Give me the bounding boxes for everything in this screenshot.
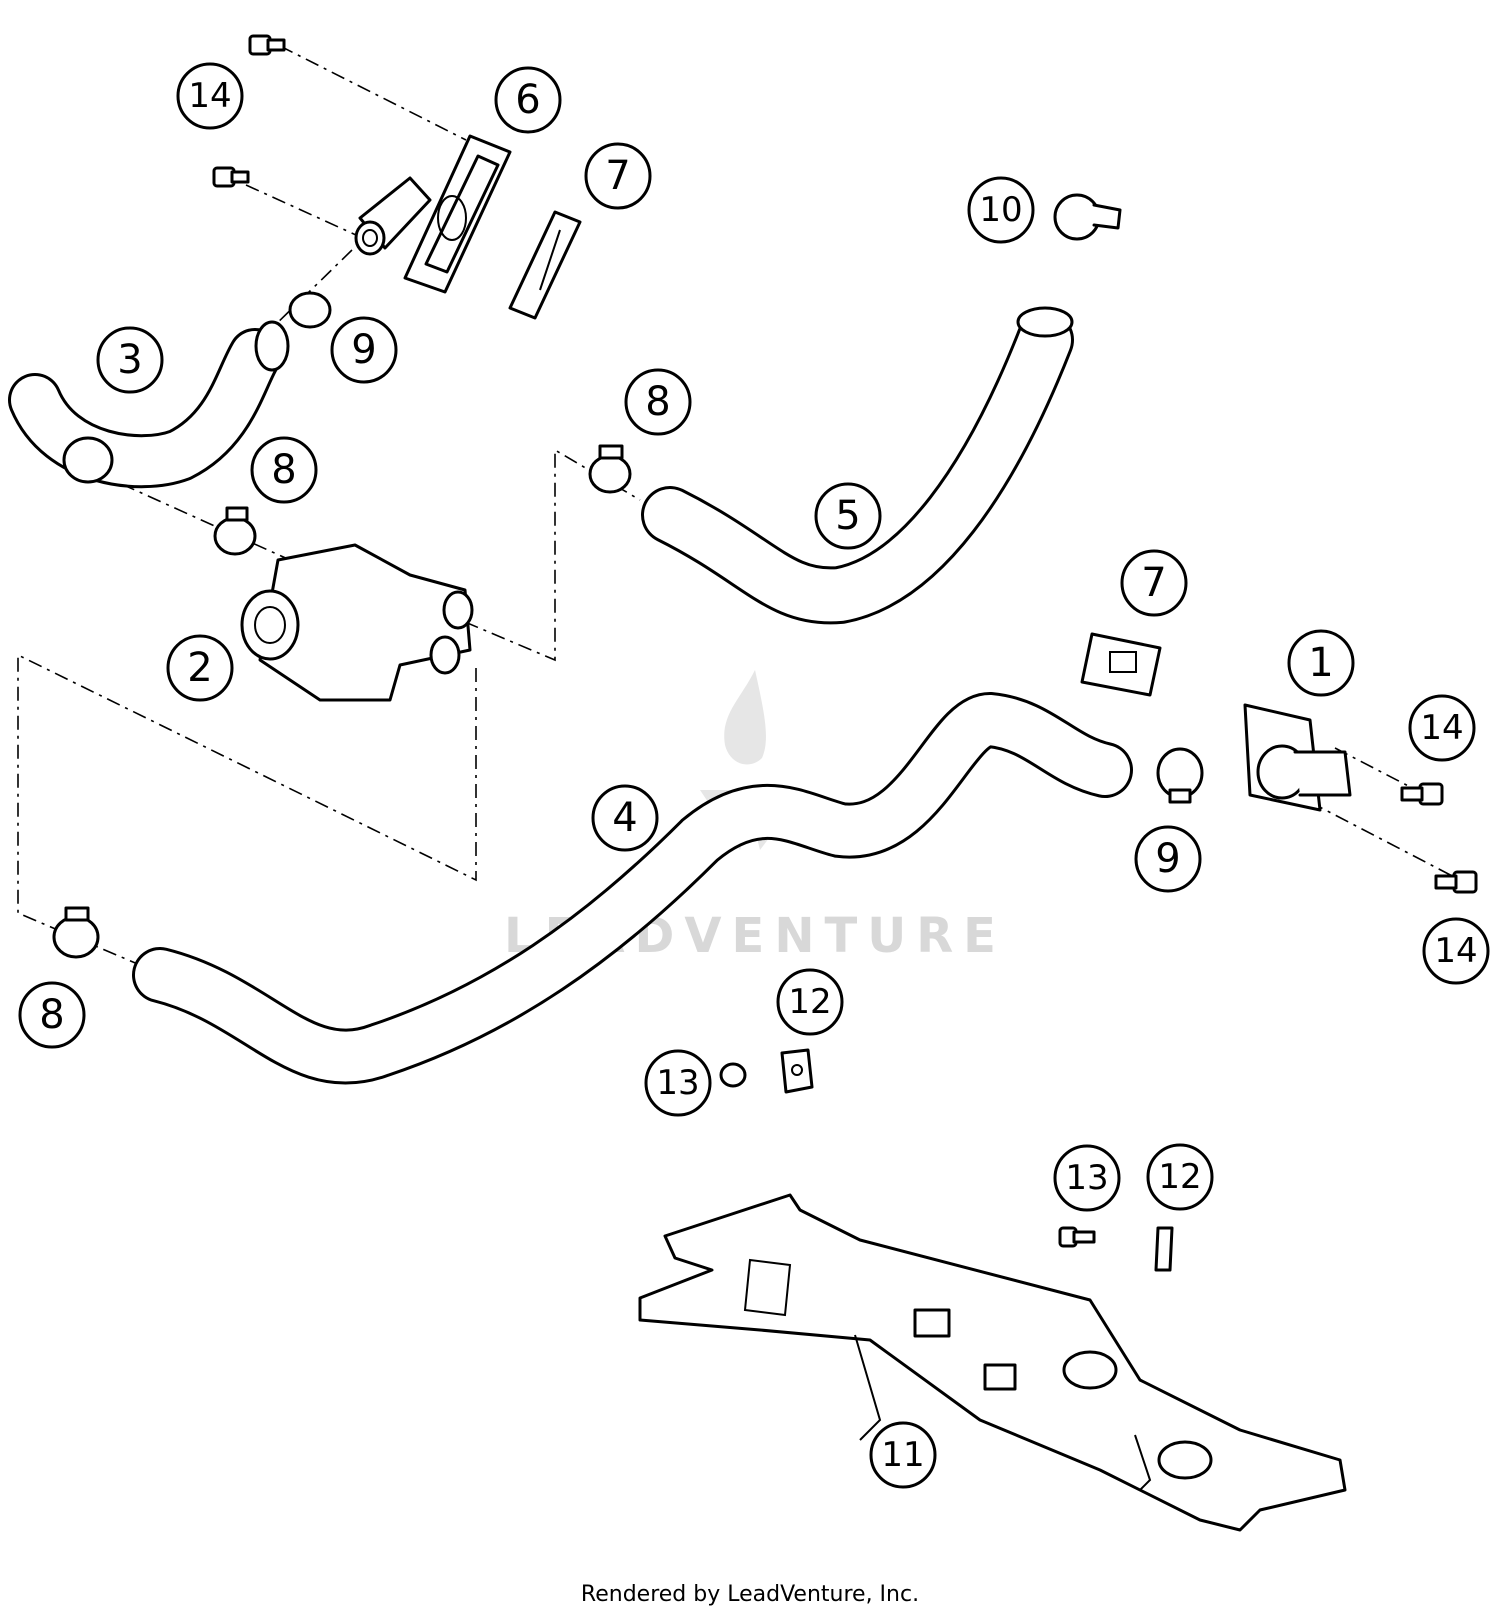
svg-text:3: 3: [117, 337, 142, 383]
callout-7-right: 7: [1120, 549, 1188, 617]
svg-text:7: 7: [605, 153, 630, 199]
callout-8-center: 8: [250, 436, 318, 504]
callout-2: 2: [166, 634, 234, 702]
flame-icon: [724, 670, 766, 765]
callout-8-upper-right: 8: [624, 368, 692, 436]
svg-text:14: 14: [1434, 931, 1477, 971]
callout-9-top: 9: [330, 316, 398, 384]
footer-credit: Rendered by LeadVenture, Inc.: [580, 1582, 920, 1607]
callouts: 1 2 3 4 5 6 7 7 8 8 8 8 9 9 10 11 12 12 …: [18, 62, 1490, 1489]
svg-text:5: 5: [835, 493, 860, 539]
callout-11: 11: [869, 1421, 937, 1489]
svg-text:7: 7: [1141, 560, 1166, 606]
thermostat-cover-part-6: [354, 134, 512, 294]
callout-8-lower-left: 8: [18, 981, 86, 1049]
svg-text:8: 8: [39, 992, 64, 1038]
valve-part-2: [240, 543, 474, 702]
fasteners-part-12-13: [719, 1048, 1174, 1272]
housing-part-1: [1243, 703, 1352, 812]
callout-9-right: 9: [1134, 825, 1202, 893]
leader-line: [1309, 801, 1461, 881]
callout-10: 10: [967, 176, 1035, 244]
leader-line: [269, 249, 353, 331]
callout-3: 3: [96, 326, 164, 394]
seal-part-7: [508, 210, 1162, 697]
svg-text:9: 9: [351, 327, 376, 373]
svg-text:2: 2: [187, 645, 212, 691]
leader-line: [279, 45, 467, 141]
callout-14-right-upper: 14: [1408, 694, 1476, 762]
svg-text:8: 8: [271, 447, 296, 493]
callout-13-center: 13: [644, 1049, 712, 1117]
hose-part-4: [132, 691, 1133, 1085]
svg-text:11: 11: [881, 1435, 924, 1475]
callout-4: 4: [591, 784, 659, 852]
guard-panel-part-11: [638, 1193, 1347, 1532]
svg-text:10: 10: [979, 190, 1022, 230]
svg-text:14: 14: [1420, 708, 1463, 748]
callout-5: 5: [814, 482, 882, 550]
clamp-part-9: [288, 291, 1204, 804]
svg-text:13: 13: [656, 1063, 699, 1103]
callout-1: 1: [1287, 629, 1355, 697]
svg-text:1: 1: [1308, 640, 1333, 686]
callout-7-top: 7: [584, 142, 652, 210]
callout-12-center: 12: [776, 968, 844, 1036]
svg-text:8: 8: [645, 379, 670, 425]
callout-6: 6: [494, 66, 562, 134]
leader-line: [1334, 747, 1421, 793]
svg-text:12: 12: [788, 982, 831, 1022]
callout-12-right: 12: [1146, 1143, 1214, 1211]
svg-text:13: 13: [1065, 1158, 1108, 1198]
callout-14-top-left: 14: [176, 62, 244, 130]
svg-text:14: 14: [188, 76, 231, 116]
clamp-part-10: [1053, 193, 1122, 241]
hose-part-3: [8, 320, 290, 489]
callout-14-right-lower: 14: [1422, 917, 1490, 985]
svg-text:6: 6: [515, 77, 540, 123]
hose-clip-part-8: [52, 444, 632, 959]
svg-text:9: 9: [1155, 836, 1180, 882]
bolt-part-14: [212, 34, 1478, 894]
hose-part-5: [641, 306, 1074, 625]
svg-text:4: 4: [612, 795, 637, 841]
svg-text:12: 12: [1158, 1157, 1201, 1197]
callout-13-right: 13: [1053, 1144, 1121, 1212]
